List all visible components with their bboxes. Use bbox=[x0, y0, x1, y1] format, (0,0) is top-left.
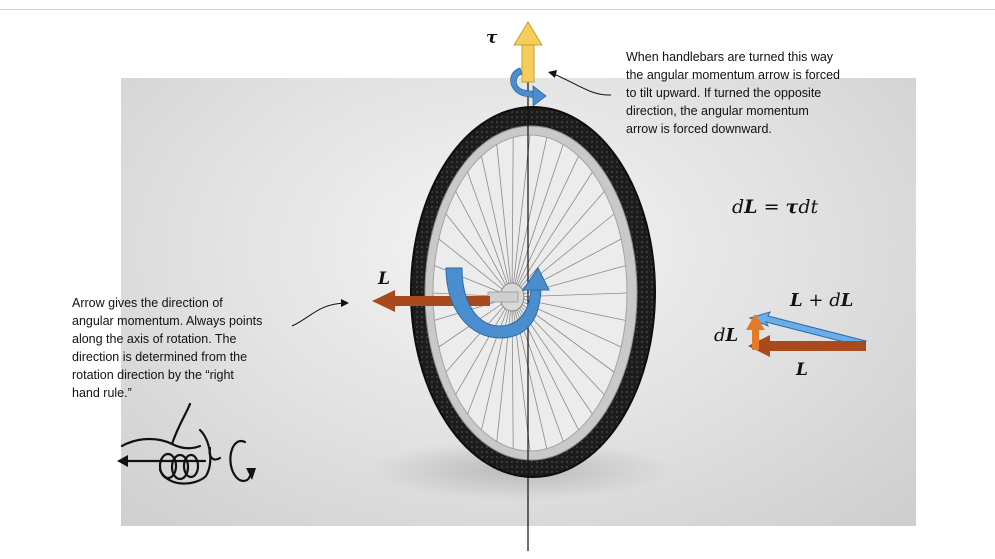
handlebars-line: to tilt upward. If turned the opposite bbox=[626, 86, 822, 100]
spoke bbox=[496, 144, 513, 298]
spoke bbox=[511, 144, 564, 298]
equation-d: d bbox=[732, 196, 745, 218]
spoke bbox=[496, 296, 513, 442]
spoke bbox=[511, 137, 514, 298]
spoke bbox=[511, 156, 579, 298]
handlebars-line: arrow is forced downward. bbox=[626, 122, 772, 136]
spoke bbox=[445, 213, 513, 298]
spoke bbox=[511, 171, 593, 298]
spoke bbox=[467, 296, 513, 415]
angular-momentum-label: L bbox=[378, 269, 390, 289]
l-vector-arrow bbox=[768, 341, 866, 351]
spoke bbox=[455, 296, 513, 395]
arrow-note-line: Arrow gives the direction of bbox=[72, 296, 223, 310]
l-symbol: L bbox=[378, 269, 390, 289]
arrow-note-line: rotation direction by the “right bbox=[72, 368, 234, 382]
l-bottom-symbol: L bbox=[796, 360, 808, 380]
arrow-note-line: angular momentum. Always points bbox=[72, 314, 263, 328]
arrow-direction-annotation: Arrow gives the direction of angular mom… bbox=[72, 294, 262, 402]
spoke bbox=[511, 134, 531, 298]
pointer-curve-arrow-note bbox=[291, 302, 346, 327]
right-hand-rule-sketch bbox=[117, 402, 256, 485]
spoke bbox=[511, 137, 548, 298]
equation-dt: dt bbox=[798, 196, 819, 218]
torque-label: τ bbox=[486, 28, 497, 48]
spoke bbox=[438, 238, 513, 298]
dl-d: d bbox=[714, 325, 726, 346]
arrow-note-line: along the axis of rotation. The bbox=[72, 332, 237, 346]
vector-addition-diagram bbox=[746, 311, 867, 357]
l-bottom-label: L bbox=[796, 360, 808, 380]
rotation-arrow bbox=[445, 267, 550, 339]
spoke bbox=[467, 171, 513, 298]
torque-symbol: τ bbox=[486, 28, 498, 48]
spoke bbox=[481, 296, 513, 430]
arrow-note-line: hand rule.” bbox=[72, 386, 132, 400]
sum-l: L bbox=[790, 290, 803, 311]
handlebars-annotation: When handlebars are turned this way the … bbox=[626, 48, 840, 138]
sum-plus: + bbox=[802, 290, 830, 311]
handlebars-line: When handlebars are turned this way bbox=[626, 50, 834, 64]
dl-vector-arrow bbox=[752, 328, 759, 350]
equation-tau: τ bbox=[785, 196, 799, 218]
equation-l: L bbox=[744, 196, 758, 218]
spoke bbox=[445, 296, 513, 373]
arrow-note-line: direction is determined from the bbox=[72, 350, 248, 364]
sum-l2: L bbox=[840, 290, 854, 311]
spoke bbox=[511, 191, 605, 298]
dl-label: dL bbox=[714, 325, 738, 346]
spoke bbox=[511, 296, 514, 449]
l-plus-dl-label: L + dL bbox=[790, 290, 853, 311]
top-rule bbox=[0, 9, 995, 10]
dl-l: L bbox=[725, 325, 739, 346]
spoke bbox=[481, 156, 513, 298]
sum-d: d bbox=[829, 290, 841, 311]
torque-arrow bbox=[513, 21, 543, 83]
torque-rotation-arrow bbox=[510, 67, 547, 107]
axle bbox=[487, 291, 519, 303]
spoke bbox=[455, 191, 513, 298]
handlebars-line: the angular momentum arrow is forced bbox=[626, 68, 840, 82]
spokes bbox=[432, 134, 628, 452]
equation-label: dL = τdt bbox=[732, 196, 818, 218]
equation-equals: = bbox=[757, 196, 786, 218]
handlebars-line: direction, the angular momentum bbox=[626, 104, 809, 118]
pointer-curve-handlebars bbox=[550, 72, 612, 96]
angular-momentum-arrow bbox=[372, 290, 490, 312]
